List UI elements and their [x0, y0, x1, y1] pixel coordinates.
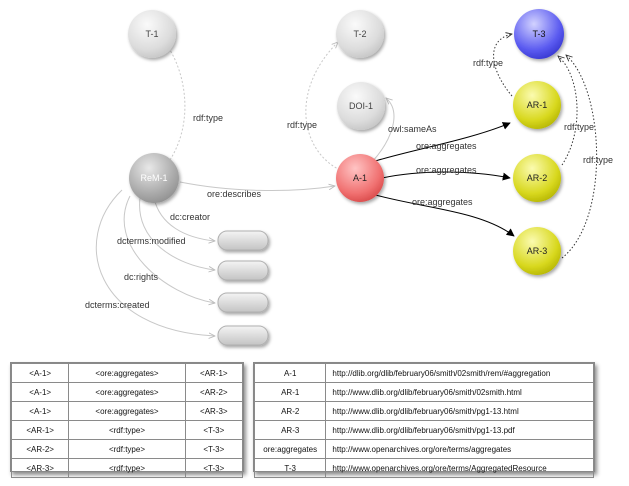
triple-cell-object: <AR-3> [184, 401, 244, 421]
node-label-ar3: AR-3 [527, 246, 548, 256]
triple-row: <AR-2><rdf:type><T-3> [10, 439, 244, 459]
triple-cell-predicate: <ore:aggregates> [68, 382, 186, 402]
edge-label-modified: dcterms:modified [117, 236, 186, 246]
uri-cell-term: AR-2 [253, 401, 327, 421]
edge-label-rights: dc:rights [124, 272, 159, 282]
node-t3: T-3 [514, 9, 564, 59]
uri-cell-uri: http://www.dlib.org/dlib/february06/smit… [325, 401, 594, 421]
edge-label-ar3-type: rdf:type [583, 155, 613, 165]
node-label-t3: T-3 [532, 29, 545, 39]
node-t1: T-1 [128, 10, 176, 58]
edge-a1-type [305, 42, 341, 171]
node-ar3: AR-3 [513, 227, 561, 275]
uri-cell-uri: http://www.openarchives.org/ore/terms/ag… [325, 439, 594, 459]
edge-ar1-type [493, 34, 512, 97]
edge-label-aggregates-2: ore:aggregates [416, 165, 477, 175]
uri-cell-uri: http://www.dlib.org/dlib/february06/smit… [325, 382, 594, 402]
edge-rem-type [166, 44, 186, 161]
triple-cell-subject: <A-1> [10, 363, 70, 383]
literal-creator [217, 230, 269, 251]
edge-describes [179, 181, 335, 191]
triple-row: <A-1><ore:aggregates><AR-2> [10, 382, 244, 402]
triple-cell-predicate: <ore:aggregates> [68, 401, 186, 421]
node-doi1: DOI-1 [337, 82, 385, 130]
triple-row: <A-1><ore:aggregates><AR-3> [10, 401, 244, 421]
triple-cell-object: <T-3> [184, 420, 244, 440]
node-rem1: ReM-1 [129, 153, 179, 203]
triple-row: <AR-1><rdf:type><T-3> [10, 420, 244, 440]
uri-cell-term: AR-1 [253, 382, 327, 402]
edge-created [96, 189, 215, 336]
edge-label-ar2-type: rdf:type [564, 122, 594, 132]
uri-cell-uri: http://www.openarchives.org/ore/terms/Ag… [325, 458, 594, 478]
triple-cell-predicate: <rdf:type> [68, 420, 186, 440]
triple-cell-object: <T-3> [184, 458, 244, 478]
edge-label-creator: dc:creator [170, 212, 210, 222]
edge-same-as [371, 98, 395, 163]
triple-row: <AR-3><rdf:type><T-3> [10, 458, 244, 478]
uri-cell-uri: http://dlib.org/dlib/february06/smith/02… [325, 363, 594, 383]
triple-cell-predicate: <ore:aggregates> [68, 363, 186, 383]
node-label-rem1: ReM-1 [140, 173, 167, 183]
uri-cell-term: ore:aggregates [253, 439, 327, 459]
node-label-t2: T-2 [353, 29, 366, 39]
triple-cell-object: <AR-2> [184, 382, 244, 402]
node-label-ar1: AR-1 [527, 100, 548, 110]
edge-label-same-as: owl:sameAs [388, 124, 437, 134]
literal-rights [217, 292, 269, 313]
uri-cell-term: A-1 [253, 363, 327, 383]
triple-cell-subject: <AR-3> [10, 458, 70, 478]
node-label-doi1: DOI-1 [349, 101, 373, 111]
node-label-a1: A-1 [353, 173, 367, 183]
edge-aggregates-2 [381, 171, 511, 181]
node-label-ar2: AR-2 [527, 173, 548, 183]
triple-cell-object: <T-3> [184, 439, 244, 459]
node-ar2: AR-2 [513, 154, 561, 202]
edge-aggregates-1 [371, 122, 511, 163]
triple-cell-subject: <AR-1> [10, 420, 70, 440]
triple-cell-predicate: <rdf:type> [68, 439, 186, 459]
uri-cell-term: T-3 [253, 458, 327, 478]
edge-label-aggregates-3: ore:aggregates [412, 197, 473, 207]
triples-table: <A-1><ore:aggregates><AR-1><A-1><ore:agg… [10, 362, 244, 478]
node-label-t1: T-1 [145, 29, 158, 39]
edge-aggregates-3 [371, 193, 515, 237]
triple-cell-subject: <A-1> [10, 401, 70, 421]
edge-modified [139, 197, 215, 270]
node-ar1: AR-1 [513, 81, 561, 129]
triple-cell-subject: <AR-2> [10, 439, 70, 459]
edge-ar2-type [558, 56, 578, 166]
edge-label-describes: ore:describes [207, 189, 262, 199]
triple-cell-predicate: <rdf:type> [68, 458, 186, 478]
edge-label-ar1-type: rdf:type [473, 58, 503, 68]
literal-modified [217, 260, 269, 281]
node-t2: T-2 [336, 10, 384, 58]
triple-cell-object: <AR-1> [184, 363, 244, 383]
edge-label-rem-type: rdf:type [193, 113, 223, 123]
triple-row: <A-1><ore:aggregates><AR-1> [10, 363, 244, 383]
triple-cell-subject: <A-1> [10, 382, 70, 402]
uri-cell-uri: http://www.dlib.org/dlib/february06/smit… [325, 420, 594, 440]
edge-creator [153, 197, 215, 241]
node-a1: A-1 [336, 154, 384, 202]
edge-label-created: dcterms:created [85, 300, 150, 310]
literal-created [217, 325, 269, 346]
edge-rights [123, 195, 215, 303]
edge-label-a1-type: rdf:type [287, 120, 317, 130]
edge-ar3-type [561, 55, 598, 259]
uri-cell-term: AR-3 [253, 420, 327, 440]
edge-label-aggregates-1: ore:aggregates [416, 141, 477, 151]
